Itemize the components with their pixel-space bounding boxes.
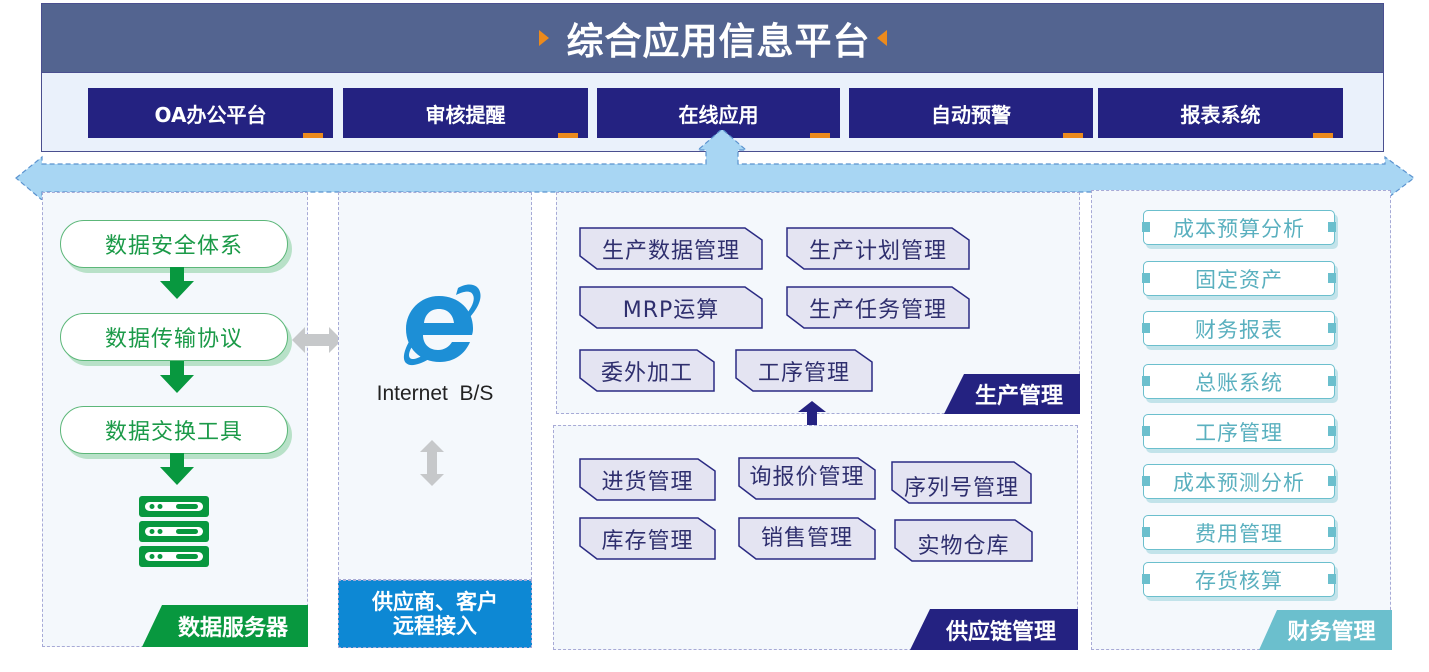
finance-item: 总账系统 — [1142, 364, 1336, 399]
app-review-reminder[interactable]: 审核提醒 — [343, 88, 588, 138]
production-item: 生产计划管理 — [786, 227, 970, 270]
remote-access-panel — [338, 192, 532, 580]
bidirectional-arrow-icon — [292, 327, 342, 353]
production-item: 生产数据管理 — [579, 227, 763, 270]
app-auto-warning[interactable]: 自动预警 — [849, 88, 1093, 138]
supply-chain-item: 进货管理 — [579, 458, 716, 501]
triangle-left-icon — [876, 30, 887, 46]
finance-item: 成本预测分析 — [1142, 464, 1336, 499]
orange-tab — [810, 133, 830, 138]
platform-title-bar: 综合应用信息平台 — [42, 4, 1383, 73]
supply-chain-item: 库存管理 — [579, 517, 716, 560]
production-item: MRP运算 — [579, 286, 763, 329]
platform-title: 综合应用信息平台 — [566, 20, 871, 63]
step-data-transfer: 数据传输协议 — [60, 313, 288, 361]
finance-item: 工序管理 — [1142, 414, 1336, 449]
orange-tab — [558, 133, 578, 138]
app-label: 在线应用 — [678, 102, 759, 127]
finance-item: 费用管理 — [1142, 515, 1336, 550]
orange-tab — [1063, 133, 1083, 138]
supply-chain-item: 询报价管理 — [738, 457, 876, 500]
server-icon — [139, 496, 209, 567]
arrow-down-icon — [160, 453, 194, 485]
orange-tab — [303, 133, 323, 138]
vertical-bidirectional-arrow-icon — [420, 440, 444, 486]
production-label: 生产管理 — [944, 374, 1080, 414]
finance-item: 固定资产 — [1142, 261, 1336, 296]
internet-bs-label: Internet B/S — [376, 382, 494, 405]
remote-access-label: 供应商、客户 远程接入 — [338, 580, 532, 648]
app-label: OA办公平台 — [154, 102, 267, 127]
supply-chain-item: 销售管理 — [738, 517, 876, 560]
app-label: 报表系统 — [1180, 102, 1261, 127]
internet-explorer-icon — [403, 284, 481, 366]
app-label: 自动预警 — [931, 102, 1011, 127]
supply-chain-label: 供应链管理 — [910, 609, 1078, 650]
app-label: 审核提醒 — [425, 102, 506, 127]
finance-label: 财务管理 — [1259, 610, 1392, 650]
finance-item: 成本预算分析 — [1142, 210, 1336, 245]
orange-tab — [1313, 133, 1333, 138]
step-data-security: 数据安全体系 — [60, 220, 288, 268]
production-item: 生产任务管理 — [786, 286, 970, 329]
production-item: 工序管理 — [735, 349, 873, 392]
arrow-down-icon — [160, 267, 194, 299]
triangle-right-icon — [538, 30, 549, 46]
app-oa-platform[interactable]: OA办公平台 — [88, 88, 333, 138]
step-data-exchange: 数据交换工具 — [60, 406, 288, 454]
app-report-system[interactable]: 报表系统 — [1098, 88, 1343, 138]
finance-item: 存货核算 — [1142, 562, 1336, 597]
arrow-down-icon — [160, 361, 194, 393]
supply-chain-item: 实物仓库 — [894, 519, 1033, 562]
app-online[interactable]: 在线应用 — [597, 88, 840, 138]
supply-chain-item: 序列号管理 — [891, 461, 1032, 504]
data-server-label: 数据服务器 — [142, 605, 308, 647]
production-item: 委外加工 — [579, 349, 715, 392]
finance-item: 财务报表 — [1142, 311, 1336, 346]
